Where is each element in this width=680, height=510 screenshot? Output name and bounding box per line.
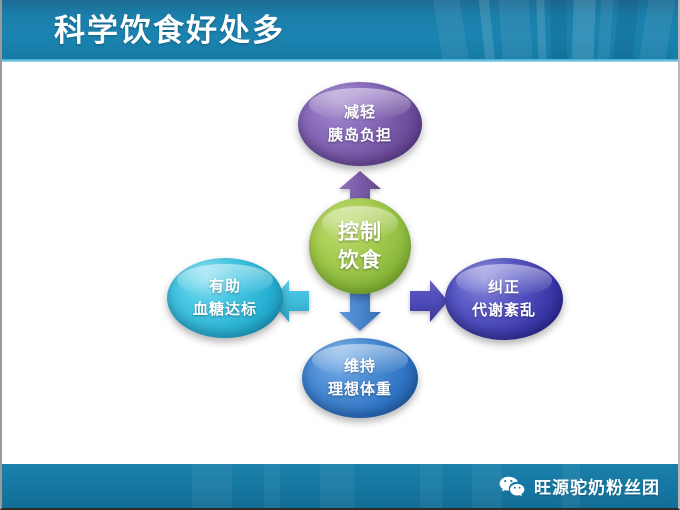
header-ray: [432, 0, 472, 62]
footer-ray: [320, 464, 354, 508]
header-ray: [498, 0, 535, 62]
diagram-node-left[interactable]: 有助 血糖达标: [167, 258, 283, 338]
slide-header: 科学饮食好处多: [2, 0, 678, 62]
header-underline: [2, 59, 678, 62]
header-ray: [610, 0, 640, 62]
node-bottom-line-2: 理想体重: [327, 380, 392, 398]
header-ray: [550, 0, 568, 62]
header-ray: [636, 0, 676, 62]
slide-content: 减轻 胰岛负担 纠正 代谢紊乱 维持 理想体重 有助 血糖达标 控制 饮食: [2, 62, 678, 466]
arrow-down: [338, 288, 382, 332]
diagram: 减轻 胰岛负担 纠正 代谢紊乱 维持 理想体重 有助 血糖达标 控制 饮食: [157, 70, 577, 450]
node-top-line-2: 胰岛负担: [327, 126, 392, 144]
footer-ray: [264, 464, 280, 508]
header-ray: [478, 0, 498, 62]
diagram-node-center[interactable]: 控制 饮食: [309, 198, 411, 294]
footer-ray: [420, 464, 442, 508]
diagram-node-top[interactable]: 减轻 胰岛负担: [298, 82, 422, 166]
node-top-line-1: 减轻: [343, 103, 376, 121]
header-ray: [595, 0, 614, 62]
diagram-node-right[interactable]: 纠正 代谢紊乱: [445, 258, 563, 340]
header-ray: [570, 0, 596, 62]
header-ray: [536, 0, 548, 62]
footer-ray: [472, 464, 502, 508]
node-right-line-1: 纠正: [487, 278, 520, 296]
footer-ray: [192, 464, 232, 508]
node-right-line-2: 代谢紊乱: [471, 301, 536, 319]
footer-brand[interactable]: 旺源驼奶粉丝团: [499, 474, 660, 499]
arrow-right: [409, 279, 449, 323]
diagram-node-bottom[interactable]: 维持 理想体重: [302, 338, 418, 418]
footer-brand-text: 旺源驼奶粉丝团: [534, 478, 660, 499]
arrow-up: [338, 170, 382, 210]
slide-footer: 旺源驼奶粉丝团: [2, 464, 678, 508]
node-center-line-2: 饮食: [338, 248, 382, 272]
node-left-line-2: 血糖达标: [192, 300, 257, 318]
wechat-icon: [499, 476, 525, 496]
page-title: 科学饮食好处多: [54, 13, 285, 49]
node-center-line-1: 控制: [338, 220, 382, 244]
node-left-line-1: 有助: [208, 277, 241, 295]
footer-ray: [562, 464, 580, 508]
node-bottom-line-1: 维持: [343, 357, 376, 375]
